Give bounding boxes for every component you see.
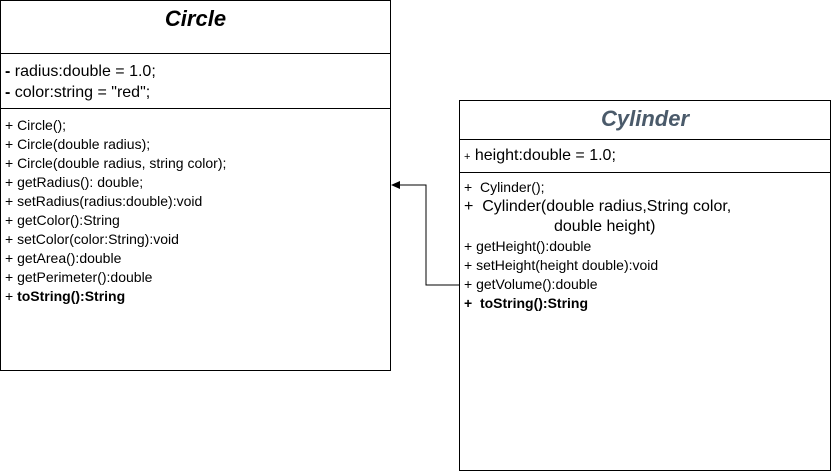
circle-op-ctor-default: + Circle(); [5, 117, 67, 133]
circle-op-get-perimeter: + getPerimeter():double [5, 269, 153, 285]
inheritance-line [398, 184, 459, 286]
cylinder-attr-height: + height:double = 1.0; [464, 147, 616, 164]
circle-op-ctor-radius-color: + Circle(double radius, string color); [5, 155, 227, 171]
cylinder-op-get-volume: + getVolume():double [464, 276, 598, 292]
cylinder-op-set-height: + setHeight(height double):void [464, 257, 659, 273]
circle-operations: + Circle(); + Circle(double radius); + C… [1, 108, 390, 306]
circle-op-to-string: + toString():String [5, 288, 126, 304]
cylinder-op-to-string: + toString():String [464, 295, 589, 311]
circle-attributes: - radius:double = 1.0; - color:string = … [1, 53, 390, 108]
cylinder-class[interactable]: Cylinder + height:double = 1.0; + Cylind… [459, 100, 831, 471]
cylinder-attributes: + height:double = 1.0; [460, 139, 830, 172]
circle-class-name: Circle [164, 6, 227, 31]
circle-op-get-radius: + getRadius(): double; [5, 174, 144, 190]
cylinder-class-name: Cylinder [600, 106, 690, 131]
cylinder-op-get-height: + getHeight():double [464, 238, 592, 254]
circle-op-ctor-radius: + Circle(double radius); [5, 136, 151, 152]
circle-op-get-color: + getColor():String [5, 212, 120, 228]
inheritance-arrowhead [391, 181, 400, 189]
circle-attr-radius: - radius:double = 1.0; [5, 63, 156, 80]
cylinder-op-ctor-full-line1: + Cylinder(double radius,String color, [464, 198, 732, 215]
circle-op-set-radius: + setRadius(radius:double):void [5, 193, 203, 209]
circle-op-set-color: + setColor(color:String):void [5, 231, 179, 247]
circle-attr-color: - color:string = "red"; [5, 84, 151, 101]
circle-class[interactable]: Circle - radius:double = 1.0; - color:st… [0, 0, 391, 371]
circle-op-get-area: + getArea():double [5, 250, 122, 266]
cylinder-op-ctor-default: + Cylinder(); [464, 179, 545, 195]
cylinder-op-ctor-full-line2: double height) [554, 218, 656, 235]
cylinder-operations: + Cylinder(); + Cylinder(double radius,S… [460, 172, 830, 313]
